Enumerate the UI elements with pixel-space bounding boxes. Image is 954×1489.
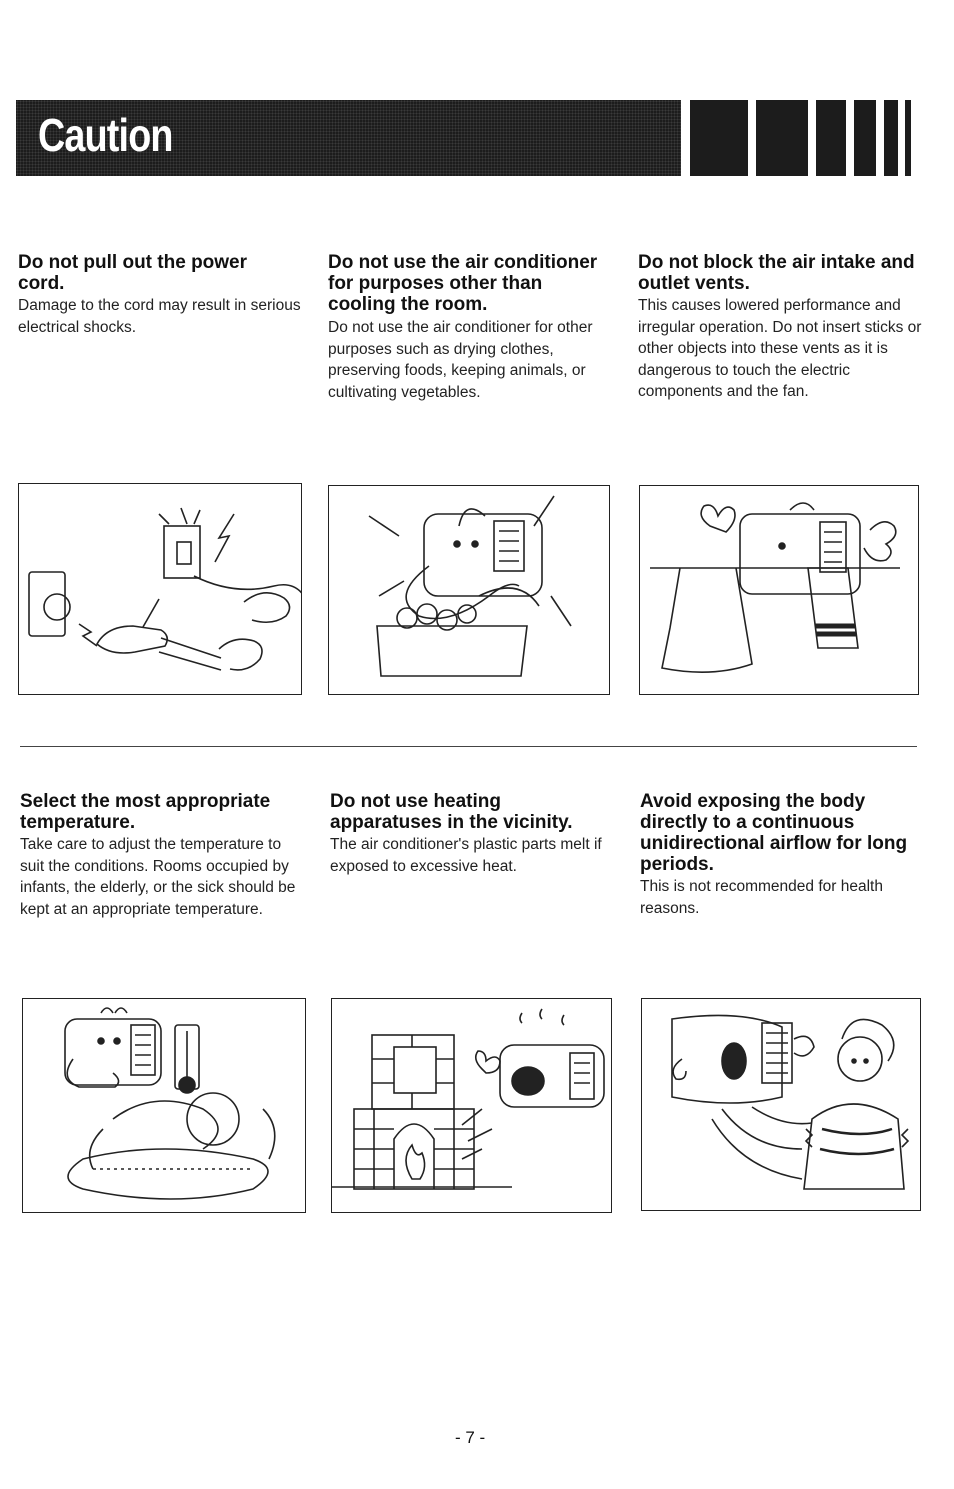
section-title: Do not use heating apparatuses in the vi… [330,791,573,833]
ac-thermometer-baby-icon [64,1007,276,1200]
illustration-fireplace [331,998,612,1213]
illustration-temperature [22,998,306,1213]
power-plug-icon [28,507,301,671]
section-title: Avoid exposing the body directly to a co… [640,791,908,875]
ac-food-basket-icon [368,495,572,677]
section-body: This causes lowered performance and irre… [638,297,922,400]
banner-background: Caution [16,100,681,176]
section-body: Do not use the air conditioner for other… [328,319,593,401]
cold-person-icon [671,1014,910,1190]
ac-clothes-drying-icon [650,502,900,673]
section-title: Do not use the air conditioner for purpo… [328,252,598,315]
page-number: - 7 - [455,1428,486,1447]
illustration-airflow [641,998,921,1211]
page-title: Caution [38,109,173,161]
banner-bar [816,100,846,176]
section-body: The air conditioner's plastic parts melt… [330,836,602,875]
illustration-power-plug [18,483,302,695]
section-title: Select the most appropriate temperature. [20,791,271,833]
section-body: Take care to adjust the temperature to s… [20,836,296,918]
section-title: Do not pull out the power cord. [18,252,248,294]
caution-banner: Caution [16,100,916,176]
section-body: This is not recommended for health reaso… [640,878,883,917]
banner-bar [756,100,808,176]
banner-bar [905,100,911,176]
section-title: Do not block the air intake and outlet v… [638,252,915,294]
banner-bar [690,100,748,176]
banner-bar [884,100,898,176]
section-divider [20,746,917,747]
illustration-ac-food [328,485,610,695]
banner-bar [854,100,876,176]
fireplace-icon [332,1008,605,1190]
section-body: Damage to the cord may result in serious… [18,297,301,336]
illustration-ac-clothes [639,485,919,695]
